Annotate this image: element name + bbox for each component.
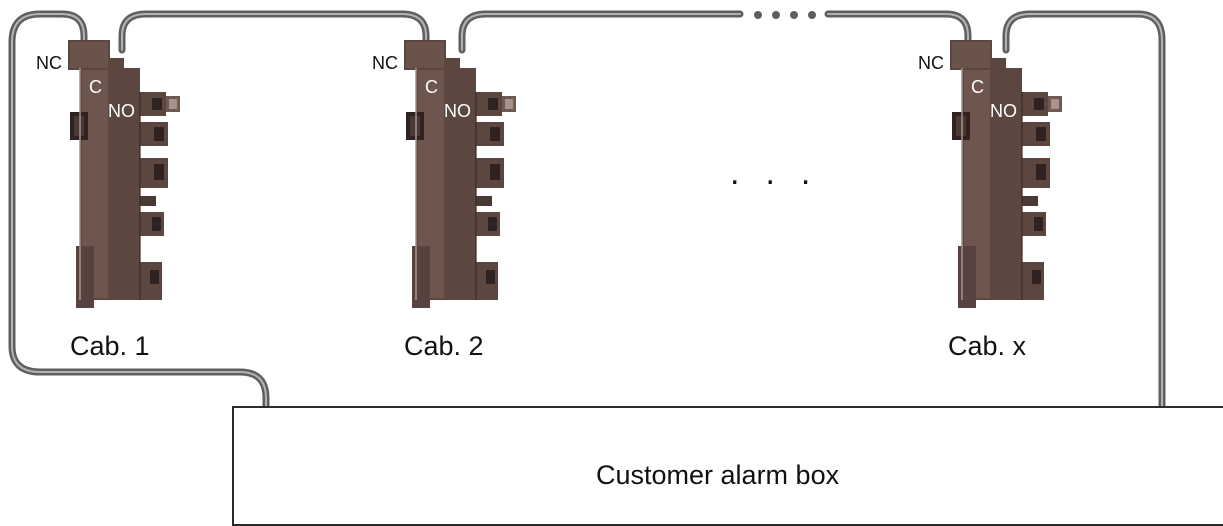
relay-cab-2 xyxy=(403,39,517,309)
relay-1-c-label: C xyxy=(89,77,102,97)
wire-gap-dots xyxy=(754,11,816,19)
relay-2-c-label: C xyxy=(425,77,438,97)
cab-2-label: Cab. 2 xyxy=(404,331,484,361)
customer-alarm-box-label: Customer alarm box xyxy=(596,460,840,490)
relay-x-nc-label: NC xyxy=(918,53,944,73)
wire-cab1-to-cab2 xyxy=(118,10,430,54)
relay-cab-x xyxy=(949,39,1063,309)
relay-x-no-label: NO xyxy=(990,101,1017,121)
ellipsis-more-cabinets: ... xyxy=(730,154,837,192)
wiring-diagram xyxy=(8,10,1166,412)
wire-cabx-to-alarm-box xyxy=(1002,10,1166,412)
wire-left-loop xyxy=(8,10,270,412)
relay-1-no-label: NO xyxy=(108,101,135,121)
cab-x-label: Cab. x xyxy=(948,331,1027,361)
relay-2-nc-label: NC xyxy=(372,53,398,73)
wire-cab2-to-dots xyxy=(458,10,744,54)
relay-1-nc-label: NC xyxy=(36,53,62,73)
relay-x-c-label: C xyxy=(971,77,984,97)
relay-2-no-label: NO xyxy=(444,101,471,121)
wire-dots-to-cabx xyxy=(824,10,972,54)
relay-cab-1 xyxy=(67,39,181,309)
cab-1-label: Cab. 1 xyxy=(70,331,150,361)
